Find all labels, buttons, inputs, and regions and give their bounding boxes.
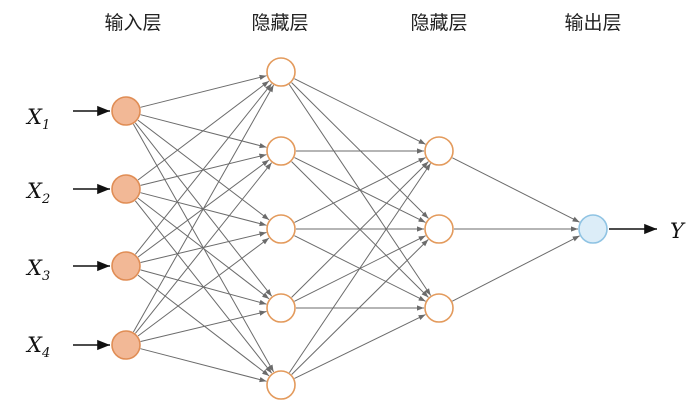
input-node-4 [111,330,141,360]
edge-l3-1-to-1 [452,157,580,223]
layer-labels: 输入层 隐藏层 隐藏层 输出层 [104,12,621,34]
edge-l2-1-to-1 [294,78,426,145]
input-label-4: X4 [25,333,50,361]
input-node-3 [111,251,141,281]
input-node-2 [111,174,141,204]
input-label-1: X1 [25,105,50,133]
edge-l2-5-to-1 [288,163,432,373]
edge-l2-5-to-2 [291,239,429,375]
input-node-1 [111,96,141,126]
hidden1-node-2 [266,136,296,166]
connection-edges [132,74,580,383]
edge-l1-1-to-1 [140,74,267,108]
edge-l2-4-to-1 [291,161,429,298]
input-label-3: X3 [25,256,50,284]
edge-l2-3-to-1 [294,157,426,223]
edge-l1-4-to-5 [140,348,267,383]
hidden1-node-3 [266,214,296,244]
hidden1-node-5 [266,370,296,400]
edge-l3-3-to-1 [452,235,580,302]
io-arrows [73,105,657,351]
edge-l1-4-to-3 [137,237,270,337]
input-labels: X1 X2 X3 X4 [25,105,50,361]
edge-l1-4-to-2 [135,162,272,334]
hidden1-node-4 [266,293,296,323]
layer-label-hidden-1: 隐藏层 [251,12,308,34]
output-node-1 [578,214,608,244]
layer-label-input: 输入层 [104,12,161,34]
edge-l1-4-to-4 [140,310,267,342]
edge-l1-3-to-5 [137,274,270,377]
layer-label-hidden-2: 隐藏层 [410,12,467,34]
layer-label-output: 输出层 [564,12,621,34]
network-nodes [111,57,608,400]
hidden1-node-1 [266,57,296,87]
hidden2-node-2 [424,214,454,244]
edge-l1-2-to-1 [137,80,270,181]
edge-l1-3-to-1 [135,83,272,255]
input-label-2: X2 [25,179,50,207]
output-label: Y [670,219,686,243]
edge-l1-4-to-1 [132,84,275,333]
edge-l1-2-to-2 [140,153,267,186]
edge-l2-5-to-3 [294,314,426,379]
hidden2-node-1 [424,136,454,166]
hidden2-node-3 [424,293,454,323]
